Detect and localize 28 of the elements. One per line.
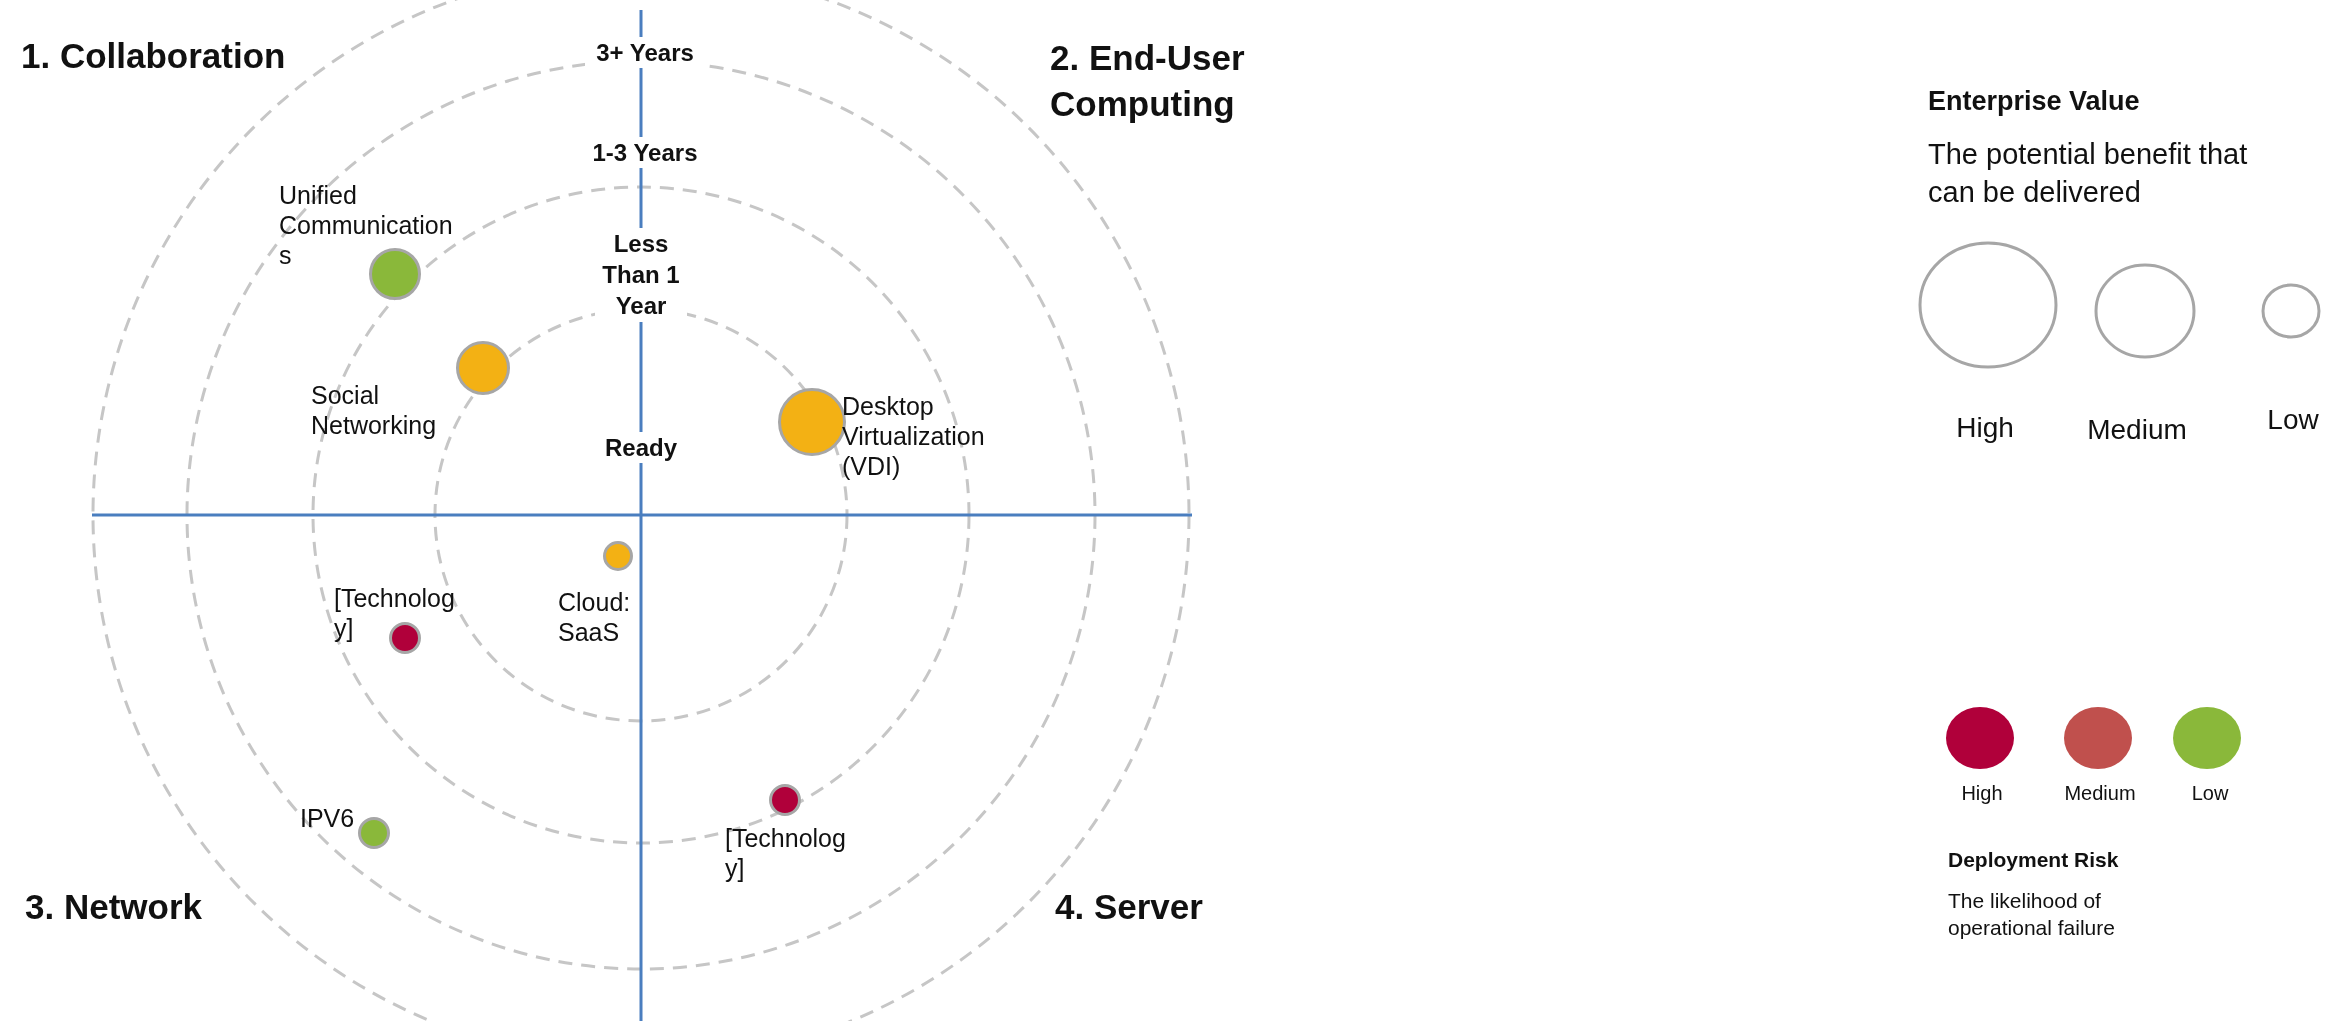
bubble-label: Cloud: SaaS: [558, 587, 632, 647]
bubble-marker: [456, 341, 510, 395]
legend-label: High: [1955, 412, 2015, 444]
bubble-marker: [389, 622, 421, 654]
legend-label: Medium: [2063, 782, 2137, 805]
bubble-marker: [369, 248, 421, 300]
bubble-marker: [603, 541, 633, 571]
ring-label: Less Than 1 Year: [595, 228, 687, 322]
legend-heading: Deployment Risk: [1948, 847, 2120, 873]
bubble-label: Unified Communications: [279, 180, 454, 270]
legend-label: High: [1960, 782, 2004, 805]
quadrant-title: 2. End-User Computing: [1050, 37, 1246, 125]
legend-label: Low: [2190, 782, 2230, 805]
legend-label: Medium: [2086, 414, 2188, 446]
legend-label: Low: [2266, 404, 2320, 436]
legend-description: The likelihood of operational failure: [1948, 888, 2116, 942]
bubble-marker: [358, 817, 390, 849]
bubble-label: Social Networking: [311, 380, 438, 440]
bubble-label: IPV6: [300, 803, 356, 833]
quadrant-title: 4. Server: [1055, 886, 1204, 928]
bubble-label: [Technology]: [334, 583, 456, 643]
bubble-label: [Technology]: [725, 823, 847, 883]
quadrant-title: 1. Collaboration: [21, 35, 287, 77]
bubble-label: Desktop Virtualization (VDI): [842, 391, 986, 481]
bubble-marker: [769, 784, 801, 816]
quadrant-title: 3. Network: [25, 886, 203, 928]
legend-description: The potential benefit that can be delivered: [1928, 137, 2249, 210]
legend-heading: Enterprise Value: [1928, 85, 2141, 118]
